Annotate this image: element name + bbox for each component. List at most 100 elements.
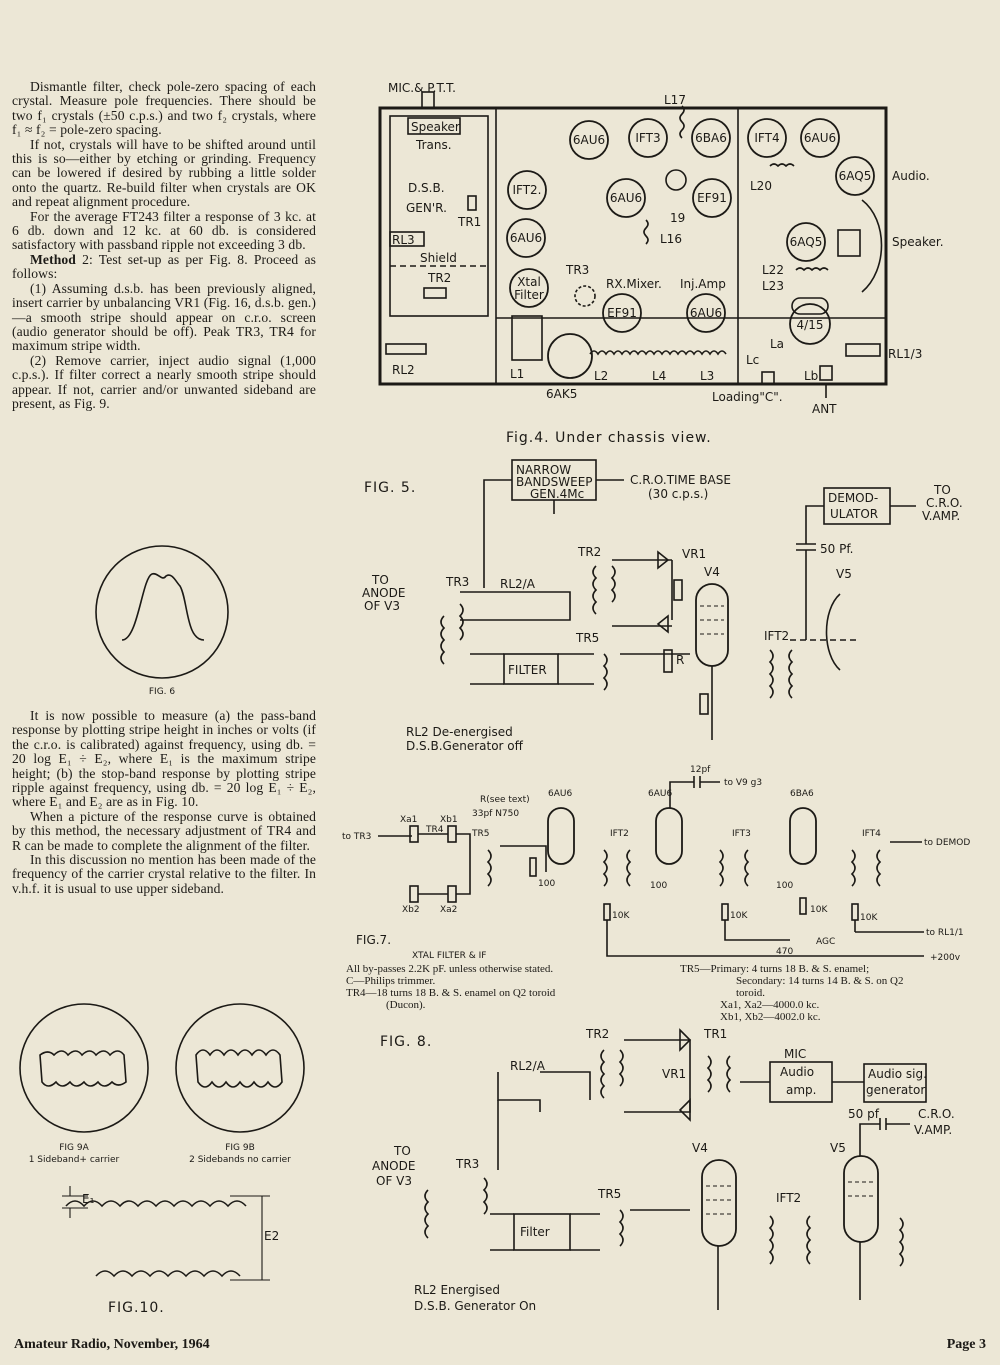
fig5-rl2: RL2/A	[500, 577, 536, 591]
fig4-tube-label: EF91	[697, 191, 727, 205]
fig8-audio-generator	[863, 1063, 927, 1103]
paragraph: Dismantle filter, check pole-zero spacin…	[12, 79, 316, 138]
fig10-top-ripple	[65, 1200, 247, 1208]
fig5-anode: ANODE	[362, 586, 405, 600]
fig5-sweep-text: GEN.4Mc	[530, 487, 584, 501]
fig5-r: R	[676, 653, 684, 667]
note-line: C—Philips trimmer.	[346, 975, 436, 987]
paragraph: (1) Assuming d.s.b. has been previously …	[12, 280, 316, 354]
fig4-tube	[628, 118, 668, 158]
fig4-xtal-filter	[509, 268, 549, 308]
fig4-tube-label: 6AU6	[690, 306, 722, 320]
fig4-tube-label: 6AU6	[804, 131, 836, 145]
fig8-audio-text: Audio	[780, 1065, 814, 1079]
fig8-filter-label: Filter	[520, 1225, 550, 1239]
fig4-tube	[800, 118, 840, 158]
fig7-ift4: IFT4	[862, 829, 881, 839]
fig7-tr5: TR5	[471, 829, 489, 839]
fig4-tube	[686, 293, 726, 333]
paragraph: If not, crystals will have to be shifted…	[12, 136, 316, 210]
footer-publication: Amateur Radio, November, 1964	[14, 1337, 210, 1352]
fig4-tube	[786, 222, 826, 262]
fig8-gen-text: Audio sig.	[868, 1067, 927, 1081]
fig5-cro: C.R.O.TIME BASE	[630, 473, 731, 487]
fig5-to: TO	[371, 573, 389, 587]
fig5-cro-text: C.R.O.	[926, 496, 963, 510]
fig7-6ba6	[789, 807, 817, 865]
paragraph: In this discussion no mention has been m…	[12, 852, 316, 896]
fig4-rl3: RL3	[392, 233, 415, 247]
fig4-tr2: TR2	[427, 271, 451, 285]
fig7-to-tr3: to TR3	[342, 832, 371, 842]
fig7-xa1: Xa1	[400, 815, 417, 825]
fig4-genr: GEN'R.	[406, 201, 447, 215]
fig4-tube-label: 6AU6	[573, 133, 605, 147]
fig7-ift2: IFT2	[610, 829, 629, 839]
fig8-v5-tube	[843, 1155, 879, 1243]
fig10-bottom-ripple	[95, 1270, 241, 1278]
fig5-sweep-text: BANDSWEEP	[516, 475, 593, 489]
fig4-speaker: Speaker.	[892, 235, 944, 249]
fig4-rxmixer: RX.Mixer.	[606, 277, 662, 291]
fig9a-caption: 1 Sideband+ carrier	[29, 1155, 120, 1165]
fig10-e1: E₁	[82, 1192, 95, 1206]
footer-page-number: Page 3	[946, 1337, 986, 1352]
fig7-k10a: 10K	[612, 911, 630, 921]
fig10: E₁ E2 FIG.10.	[62, 1186, 279, 1316]
note-line: TR4—18 turns 18 B. & S. enamel on Q2 tor…	[346, 987, 556, 999]
fig4-tube-label: 6AU6	[610, 191, 642, 205]
fig4-filter-label: Filter	[514, 288, 544, 302]
fig8-rl2: RL2/A	[510, 1059, 546, 1073]
fig5-ift2: IFT2	[764, 629, 789, 643]
fig5-demod-text: ULATOR	[830, 507, 878, 521]
fig4-caption: Fig.4. Under chassis view.	[506, 430, 712, 446]
fig9b-circle	[175, 1003, 305, 1133]
fig4-lc: Lc	[746, 353, 759, 367]
fig5-v4: V4	[704, 565, 720, 579]
fig5-tr5: TR5	[575, 631, 599, 645]
fig5-state1: RL2 De-energised	[406, 725, 513, 739]
fig9a-envelope	[39, 1050, 127, 1087]
fig4-shield: Shield	[420, 251, 457, 265]
fig4-dsb-board	[389, 115, 489, 317]
article-text-top: Dismantle filter, check pole-zero spacin…	[12, 79, 316, 411]
paragraph: Method 2: Test set-up as per Fig. 8. Pro…	[12, 251, 316, 282]
fig4-tube	[569, 120, 609, 160]
fig4-l16: L16	[660, 232, 682, 246]
fig4-l17-coil	[679, 105, 685, 139]
fig4-mic: MIC.& P.T.T.	[388, 81, 456, 95]
fig6-scope-circle	[95, 545, 229, 679]
fig4-coil-chain	[589, 350, 727, 356]
fig4-tube-label: IFT3	[635, 131, 660, 145]
fig6-response-curve	[121, 572, 205, 641]
fig7-pf12: 12pf	[690, 765, 711, 775]
method-text: 2: Test set-up as per Fig. 8. Proceed as…	[12, 251, 316, 282]
fig8-state2: D.S.B. Generator On	[414, 1299, 536, 1313]
fig8-tr2: TR2	[585, 1027, 609, 1041]
fig7-notes-left: All by-passes 2.2K pF. unless otherwise …	[346, 963, 676, 1011]
fig4-xtal-label: Xtal	[517, 275, 541, 289]
fig4-tube-label: IFT2.	[512, 183, 541, 197]
fig4-tube-label: 6AU6	[510, 231, 542, 245]
fig4-l2: L2	[594, 369, 608, 383]
fig7-title: XTAL FILTER & IF	[412, 951, 486, 961]
fig5-vamp-text: V.AMP.	[922, 509, 960, 523]
fig5-sweep-text: NARROW	[516, 463, 571, 477]
fig4-injamp: Inj.Amp	[680, 277, 726, 291]
fig7: to TR3 Xa1 Xb1 TR4 TR5 Xb2 Xa2 R(see tex…	[342, 765, 970, 963]
fig8-ofv3: OF V3	[376, 1174, 412, 1188]
fig4: MIC.& P.T.T. Speaker Trans. D.S.B. GEN'R…	[378, 81, 944, 446]
fig8-mic: MIC	[784, 1047, 806, 1061]
fig4-tube	[602, 293, 642, 333]
paragraph: When a picture of the response curve is …	[12, 808, 316, 853]
fig8: FIG. 8. TR2 TR1 RL2/A VR1 MIC Audio amp.…	[372, 1027, 955, 1313]
fig4-tube-label: 6AQ5	[790, 235, 823, 249]
fig5-filter-label: FILTER	[508, 663, 547, 677]
paragraph: For the average FT243 filter a response …	[12, 208, 316, 253]
fig7-6au6-1	[547, 807, 575, 865]
fig4-l4: L4	[652, 369, 666, 383]
note-line: Secondary: 14 turns 14 B. & S. on Q2	[736, 975, 904, 987]
fig7-r470: 470	[776, 947, 793, 957]
fig8-to: TO	[393, 1144, 411, 1158]
note-line: (Ducon).	[386, 999, 426, 1011]
